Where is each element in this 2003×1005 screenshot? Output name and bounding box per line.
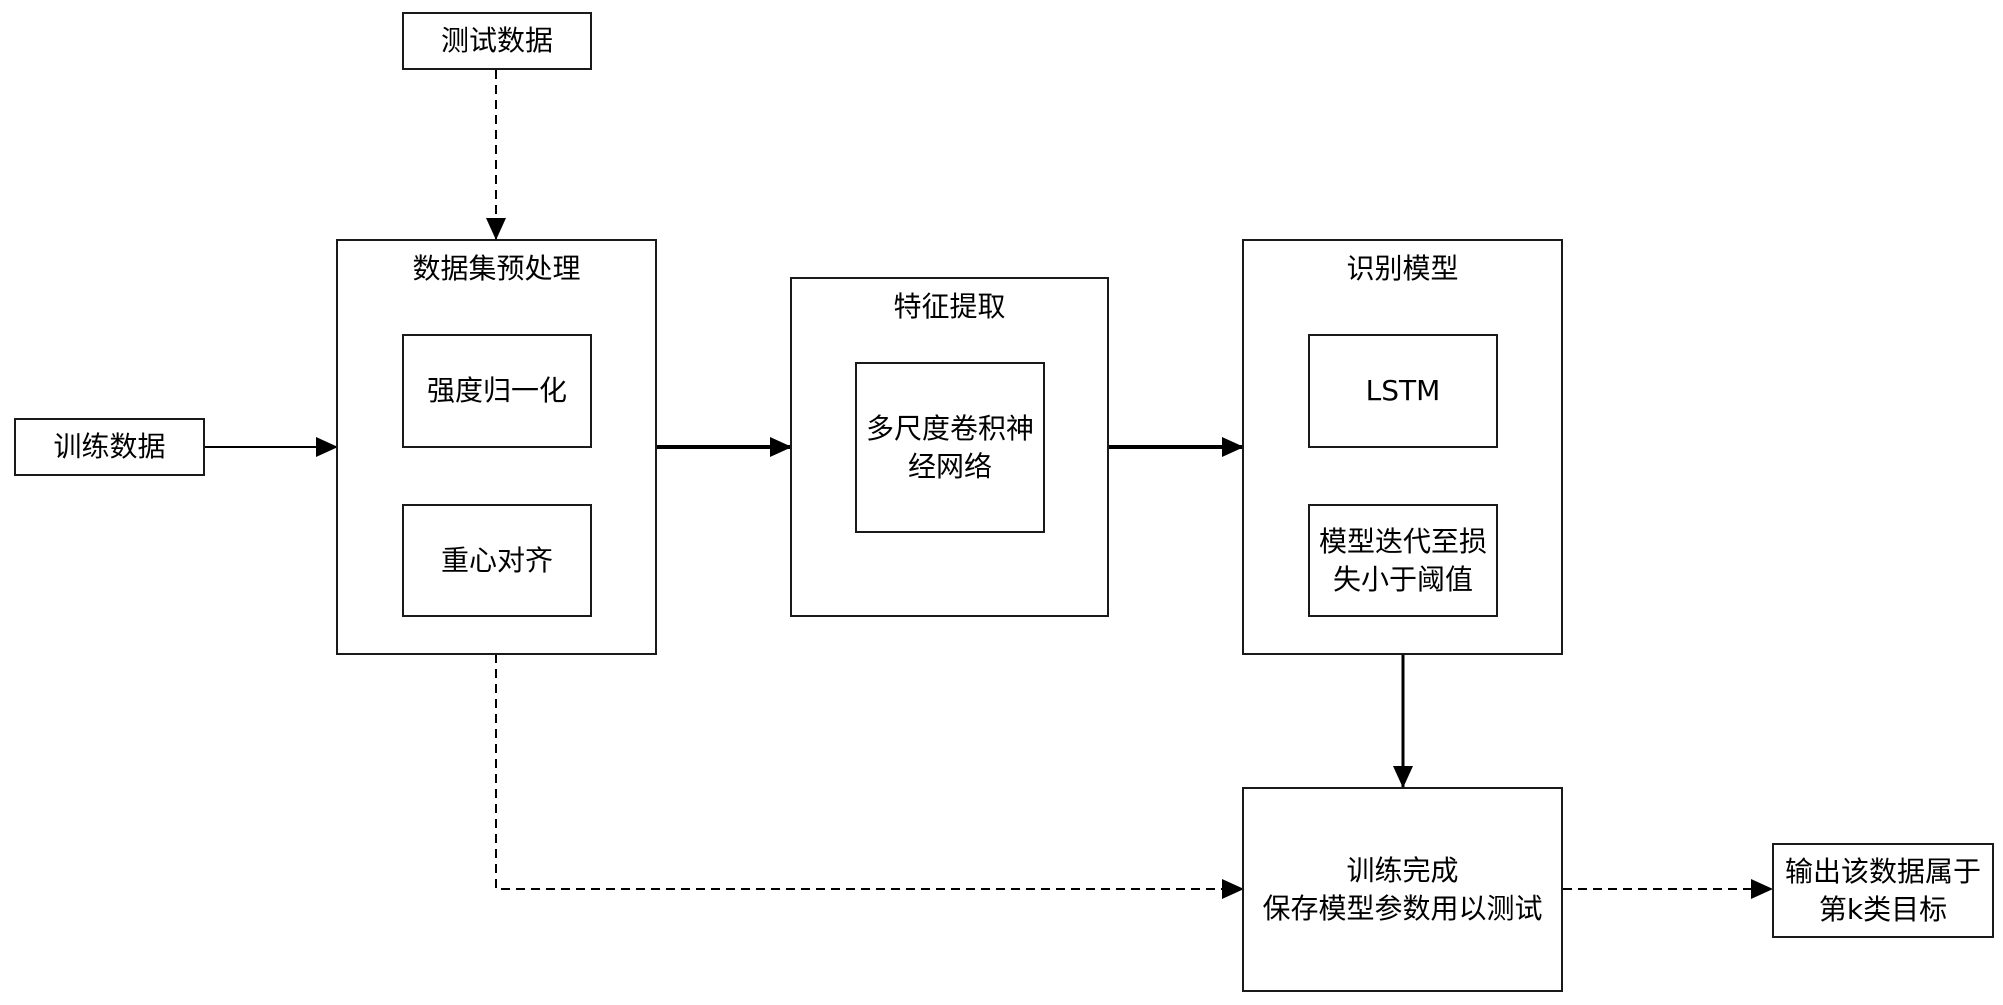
normalize-label: 强度归一化 — [426, 374, 567, 407]
cnn-label: 多尺度卷积神 经网络 — [865, 411, 1034, 483]
test-data-node: 测试数据 — [402, 12, 592, 70]
arrow-preprocess-to-done — [495, 654, 1244, 899]
iteration-node: 模型迭代至损 失小于阈值 — [1308, 504, 1498, 617]
align-node: 重心对齐 — [402, 504, 592, 617]
output-label: 输出该数据属于 第k类目标 — [1784, 854, 1981, 926]
iteration-label: 模型迭代至损 失小于阈值 — [1318, 524, 1487, 596]
align-label: 重心对齐 — [440, 543, 553, 577]
cnn-node: 多尺度卷积神 经网络 — [855, 362, 1045, 533]
preprocess-title: 数据集预处理 — [412, 252, 581, 285]
training-done-node: 训练完成 保存模型参数用以测试 — [1242, 787, 1563, 992]
train-data-label: 训练数据 — [53, 430, 166, 463]
normalize-node: 强度归一化 — [402, 334, 592, 448]
feature-title: 特征提取 — [893, 290, 1006, 323]
train-data-node: 训练数据 — [14, 418, 205, 476]
training-done-label: 训练完成 保存模型参数用以测试 — [1262, 853, 1543, 925]
lstm-label: LSTM — [1365, 374, 1441, 407]
recognition-title: 识别模型 — [1346, 252, 1459, 285]
output-node: 输出该数据属于 第k类目标 — [1772, 843, 1994, 938]
lstm-node: LSTM — [1308, 334, 1498, 448]
test-data-label: 测试数据 — [440, 24, 553, 57]
